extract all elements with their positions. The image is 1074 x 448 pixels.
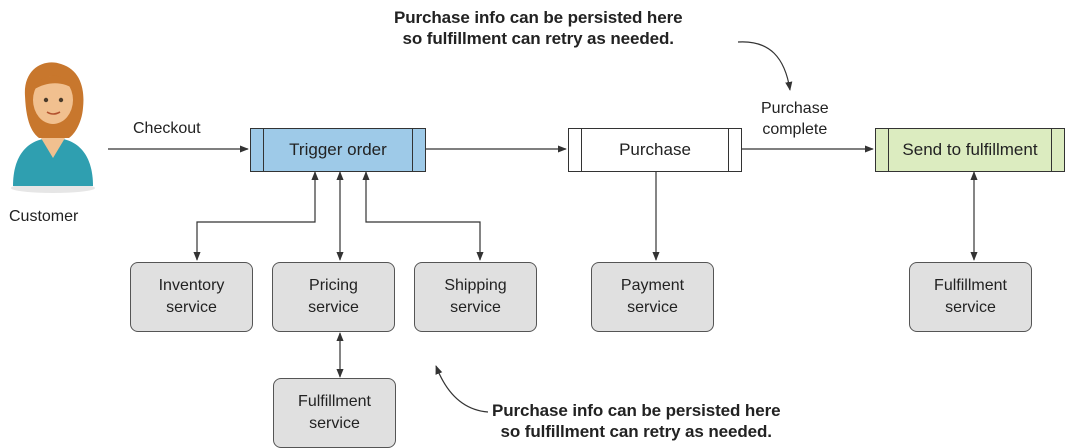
- service-inventory-line2: service: [166, 299, 217, 316]
- callout-top-line1: Purchase info can be persisted here: [394, 8, 683, 27]
- edge-label-purchase-complete: Purchase complete: [761, 98, 829, 140]
- edge-label-checkout: Checkout: [133, 120, 201, 137]
- service-pricing-line2: service: [308, 299, 359, 316]
- service-shipping-line1: Shipping: [444, 277, 507, 294]
- service-payment: Payment service: [591, 262, 714, 332]
- step-purchase-label: Purchase: [619, 140, 691, 159]
- step-send-to-fulfillment: Send to fulfillment: [875, 128, 1065, 172]
- edge-trigger-shipping: [362, 171, 484, 261]
- edge-label-purchase-complete-line2: complete: [762, 121, 828, 138]
- callout-bottom-line1: Purchase info can be persisted here: [492, 401, 781, 420]
- edge-label-purchase-complete-line1: Purchase: [761, 100, 829, 117]
- callout-bottom-line2: so fulfillment can retry as needed.: [500, 422, 773, 441]
- step-trigger-order-label: Trigger order: [289, 140, 387, 159]
- callout-bottom-arrow: [435, 365, 489, 413]
- service-payment-line1: Payment: [620, 277, 685, 294]
- service-payment-line2: service: [627, 299, 678, 316]
- service-shipping: Shipping service: [414, 262, 537, 332]
- service-fulfillment-right: Fulfillment service: [909, 262, 1032, 332]
- service-pricing: Pricing service: [272, 262, 395, 332]
- service-fulfillment-right-line1: Fulfillment: [934, 277, 1007, 294]
- service-fulfillment-bottom: Fulfillment service: [273, 378, 396, 448]
- callout-bottom: Purchase info can be persisted here so f…: [492, 400, 781, 442]
- callout-top-line2: so fulfillment can retry as needed.: [402, 29, 675, 48]
- service-fulfillment-bottom-line2: service: [309, 415, 360, 432]
- customer-person-icon: [11, 62, 95, 193]
- service-fulfillment-bottom-line1: Fulfillment: [298, 393, 371, 410]
- service-fulfillment-right-line2: service: [945, 299, 996, 316]
- service-pricing-line1: Pricing: [309, 277, 358, 294]
- service-inventory-line1: Inventory: [158, 277, 225, 294]
- step-purchase: Purchase: [568, 128, 742, 172]
- edge-trigger-inventory: [193, 171, 319, 261]
- service-shipping-line2: service: [450, 299, 501, 316]
- step-send-to-fulfillment-label: Send to fulfillment: [902, 140, 1038, 159]
- callout-top-arrow: [737, 41, 793, 91]
- customer-label: Customer: [9, 208, 79, 225]
- service-inventory: Inventory service: [130, 262, 253, 332]
- step-trigger-order: Trigger order: [250, 128, 426, 172]
- callout-top: Purchase info can be persisted here so f…: [394, 7, 683, 49]
